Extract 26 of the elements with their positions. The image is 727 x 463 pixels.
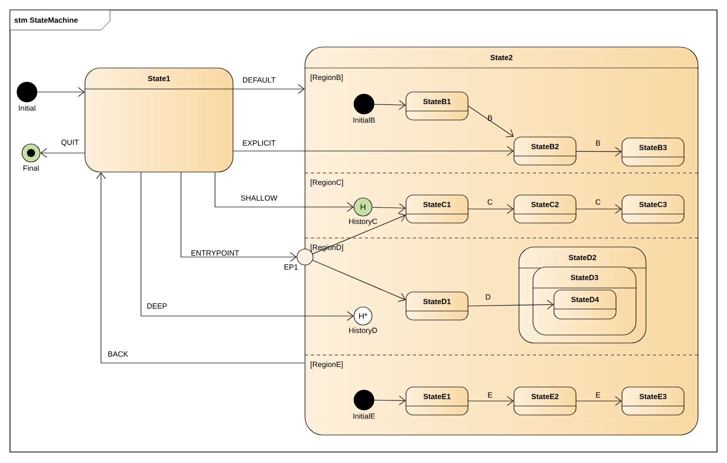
arrow: [312, 213, 406, 254]
arrow: [214, 172, 354, 212]
arrow: [233, 146, 514, 156]
arrow: [96, 172, 305, 364]
initial-node: [354, 94, 374, 114]
arrow: [180, 172, 297, 262]
arrow: [374, 396, 406, 406]
arrow: [37, 87, 85, 97]
arrow: [374, 100, 406, 110]
initial-node: [354, 390, 374, 410]
arrow: [468, 204, 514, 214]
arrow: [576, 204, 622, 214]
arrow: [576, 146, 622, 156]
arrow: [233, 84, 305, 94]
arrow: [468, 300, 554, 310]
arrow: [468, 396, 514, 406]
arrow: [312, 260, 406, 302]
history-node: H*: [354, 306, 372, 326]
arrow: [140, 172, 354, 321]
final-node: [22, 144, 40, 162]
arrow: [372, 203, 406, 213]
arrow: [468, 106, 514, 138]
history-node: H: [354, 198, 372, 216]
arrow: [40, 148, 85, 158]
arrow: [576, 396, 622, 406]
initial-node: [16, 82, 38, 102]
